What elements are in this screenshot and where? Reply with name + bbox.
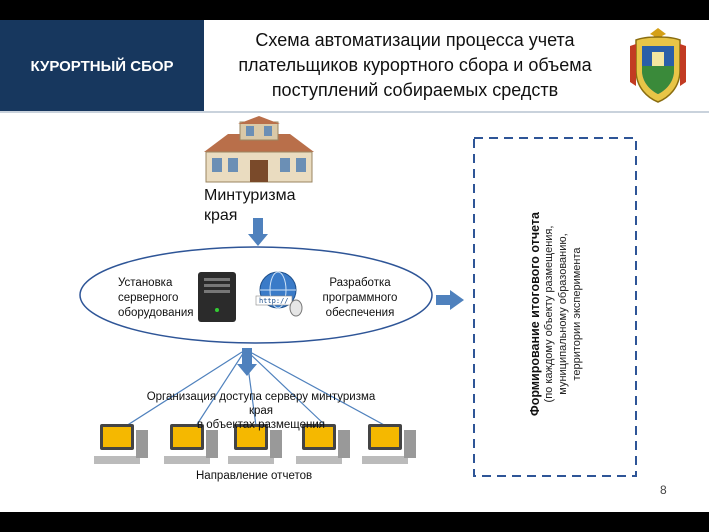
report-box-text: Формирование итогового отчета (по каждом… [528, 194, 584, 434]
report-box-title: Формирование итогового отчета [528, 212, 542, 416]
section-badge-label: КУРОРТНЫЙ СБОР [30, 57, 174, 75]
slide: КУРОРТНЫЙ СБОР Схема автоматизации проце… [0, 20, 709, 512]
ministry-building-icon [204, 116, 314, 183]
workstation-icon [228, 424, 282, 464]
title-line-2: плательщиков курортного сбора и объема [238, 55, 592, 75]
software-label: Разработка программного обеспечения [316, 276, 404, 321]
flow-diagram: http:// [79, 116, 637, 477]
svg-text:http://: http:// [259, 297, 289, 305]
arrow-down-ministry [248, 218, 268, 246]
workstation-icon [362, 424, 416, 464]
software-label-line-1: Разработка [329, 277, 391, 289]
access-label-line-3: в объектах размещения [196, 419, 326, 431]
bottom-black-bar [0, 512, 709, 532]
access-label-line-2: края [248, 405, 274, 417]
connection-lines [125, 351, 387, 427]
ministry-label-line-1: Минтуризма [204, 187, 296, 204]
http-globe-icon: http:// [255, 271, 303, 317]
section-badge: КУРОРТНЫЙ СБОР [0, 20, 204, 112]
server-icon [198, 272, 236, 322]
page-number: 8 [660, 483, 667, 497]
server-software-ellipse [79, 246, 433, 344]
report-box-sub-line-3: территории эксперимента [571, 247, 583, 381]
server-label-line-3: оборудования [118, 307, 194, 319]
workstation-icon [94, 424, 148, 464]
server-label: Установка серверного оборудования [118, 276, 194, 321]
server-label-line-1: Установка [118, 277, 173, 289]
title-line-3: поступлений собираемых средств [271, 80, 559, 100]
access-label-line-1: Организация доступа серверу минтуризма [146, 391, 376, 403]
server-label-line-2: серверного [118, 292, 179, 304]
workstation-icon [296, 424, 350, 464]
software-label-line-3: обеспечения [325, 307, 395, 319]
slide-title: Схема автоматизации процесса учета плате… [210, 28, 620, 103]
software-label-line-2: программного [322, 292, 398, 304]
access-label: Организация доступа серверу минтуризма к… [126, 390, 396, 432]
report-box-sub-line-2: муниципальному образованию, [557, 233, 569, 395]
header-divider [0, 111, 709, 113]
reports-label: Направление отчетов [196, 470, 313, 482]
report-box [473, 137, 637, 477]
title-line-1: Схема автоматизации процесса учета [255, 30, 575, 50]
arrow-right-report [436, 290, 464, 310]
ministry-label: Минтуризма края [204, 186, 296, 226]
workstation-icon [164, 424, 218, 464]
region-coat-of-arms-icon [630, 28, 686, 103]
report-box-sub-line-1: (по каждому объекту размещения, [543, 225, 555, 403]
ministry-label-line-2: края [204, 207, 238, 224]
top-black-bar [0, 0, 709, 20]
